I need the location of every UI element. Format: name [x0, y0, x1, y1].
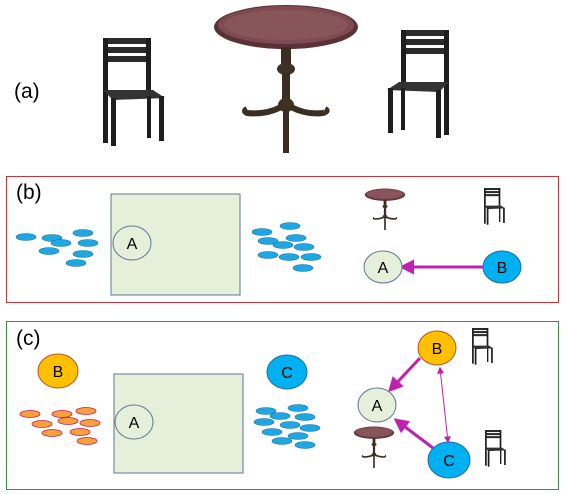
label-b: (b): [16, 181, 42, 204]
graph-node-b-c: [417, 330, 457, 366]
node-c-right-c: [266, 354, 308, 390]
arrow-c-to-a-c: [393, 418, 434, 450]
region-node-a-b: [112, 225, 152, 261]
chair-left-icon: [103, 38, 165, 146]
small-chair-icon-c-top: [472, 328, 494, 365]
small-chair-icon-c-bottom: [485, 430, 507, 467]
region-node-a-b-label: A: [127, 236, 138, 253]
label-c: (c): [16, 327, 41, 350]
node-b-left-c-label: B: [53, 364, 64, 381]
small-chair-icon-b: [484, 188, 506, 225]
blue-dot-cluster-right-b: [251, 222, 322, 272]
region-node-a-c-label: A: [129, 415, 140, 432]
graph-node-a-c-label: A: [372, 398, 383, 415]
graph-node-b-b-label: B: [497, 260, 508, 277]
small-table-icon-c: [352, 425, 396, 469]
region-node-a-c: [114, 404, 154, 440]
graph-node-a-c: [357, 387, 397, 423]
graph-node-c-c: [427, 441, 471, 479]
graph-node-b-b: [482, 250, 522, 284]
blue-dot-cluster-right-c: [253, 404, 321, 449]
node-b-left-c: [37, 353, 79, 389]
graph-node-c-c-label: C: [443, 453, 455, 470]
small-table-icon-b: [363, 187, 407, 231]
chair-right-icon: [387, 30, 449, 138]
panel-c: [6, 321, 559, 490]
arrow-b-to-a-c: [387, 356, 422, 393]
panel-b: [6, 176, 559, 303]
graph-node-b-c-label: B: [432, 341, 443, 358]
graph-node-a-b: [363, 250, 403, 284]
blue-dot-cluster-left: [15, 229, 99, 267]
arrow-b-c-bidirectional: [437, 366, 451, 444]
node-c-right-c-label: C: [281, 365, 293, 382]
pedestal-table-icon: [214, 5, 358, 153]
label-a: (a): [14, 80, 40, 103]
graph-node-a-b-label: A: [378, 260, 389, 277]
orange-dot-cluster: [19, 407, 101, 445]
